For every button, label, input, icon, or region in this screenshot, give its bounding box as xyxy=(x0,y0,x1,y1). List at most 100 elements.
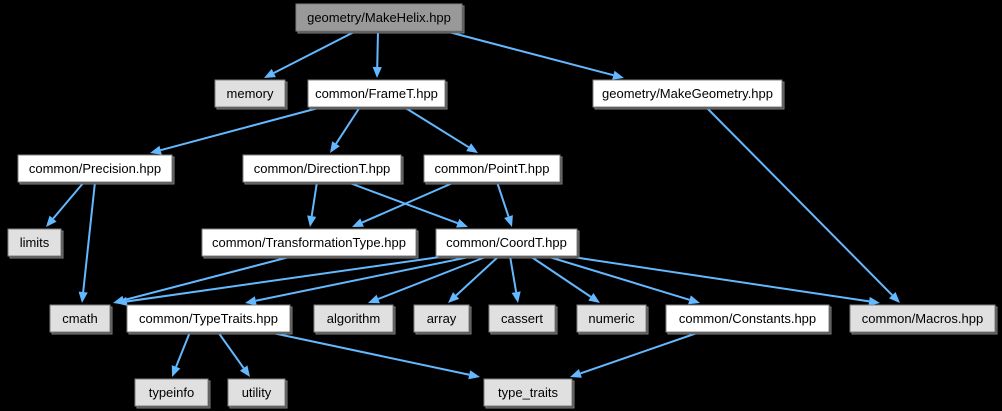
edge-line xyxy=(509,255,518,293)
node-box[interactable] xyxy=(413,304,470,333)
edge-typetraits-to-type_traits xyxy=(267,331,480,380)
graph-node-makegeometry[interactable]: geometry/MakeGeometry.hpp xyxy=(592,79,785,110)
node-box[interactable] xyxy=(483,378,573,407)
node-label: geometry/MakeHelix.hpp xyxy=(307,10,451,25)
node-box[interactable] xyxy=(242,154,402,183)
node-box[interactable] xyxy=(134,378,209,407)
node-box[interactable] xyxy=(435,228,578,257)
node-box[interactable] xyxy=(307,79,446,108)
node-label: type_traits xyxy=(498,385,558,400)
edge-arrowhead-icon xyxy=(368,294,380,304)
node-label: common/PointT.hpp xyxy=(435,161,550,176)
edge-framet-to-directiont xyxy=(330,106,361,153)
edge-arrowhead-icon xyxy=(352,218,364,227)
edge-arrowhead-icon xyxy=(171,365,181,377)
edge-arrowhead-icon xyxy=(588,293,600,303)
edge-line xyxy=(310,181,318,217)
graph-node-precision[interactable]: common/Precision.hpp xyxy=(17,154,175,185)
edge-line xyxy=(126,255,448,303)
node-box[interactable] xyxy=(488,304,556,333)
edge-line xyxy=(529,255,592,298)
graph-node-coordt[interactable]: common/CoordT.hpp xyxy=(435,228,580,259)
node-box[interactable] xyxy=(17,154,173,183)
edge-pointt-to-coordt xyxy=(496,181,513,227)
edge-line xyxy=(217,331,245,369)
node-box[interactable] xyxy=(423,154,561,183)
edge-arrowhead-icon xyxy=(46,215,57,227)
edge-makehelix-to-makegeometry xyxy=(444,30,624,80)
edge-arrowhead-icon xyxy=(307,215,317,227)
edge-arrowhead-icon xyxy=(150,145,162,155)
edge-line xyxy=(273,30,357,74)
nodes-layer: geometry/MakeHelix.hpp memory common/Frame… xyxy=(7,3,998,409)
graph-node-memory[interactable]: memory xyxy=(214,79,288,110)
edge-line xyxy=(175,331,191,368)
graph-node-makehelix[interactable]: geometry/MakeHelix.hpp xyxy=(295,3,465,34)
graph-node-transformationtype[interactable]: common/TransformationType.hpp xyxy=(201,228,419,259)
edge-typetraits-to-typeinfo xyxy=(171,331,191,377)
graph-node-typeinfo[interactable]: typeinfo xyxy=(134,378,211,409)
node-box[interactable] xyxy=(126,304,291,333)
edge-line xyxy=(444,30,614,77)
edge-arrowhead-icon xyxy=(448,292,460,303)
graph-node-framet[interactable]: common/FrameT.hpp xyxy=(307,79,448,110)
node-label: array xyxy=(427,311,457,326)
edge-typetraits-to-utility xyxy=(217,331,250,377)
graph-node-constants[interactable]: common/Constants.hpp xyxy=(665,304,832,335)
node-box[interactable] xyxy=(214,79,286,108)
node-box[interactable] xyxy=(201,228,417,257)
node-label: numeric xyxy=(588,311,635,326)
edge-arrowhead-icon xyxy=(888,291,900,303)
edge-line xyxy=(455,255,500,297)
edge-arrowhead-icon xyxy=(570,369,582,378)
edge-precision-to-cmath xyxy=(78,181,96,303)
node-label: common/DirectionT.hpp xyxy=(254,161,391,176)
graph-node-cmath[interactable]: cmath xyxy=(49,304,113,335)
edge-arrowhead-icon xyxy=(245,296,257,306)
edge-coordt-to-algorithm xyxy=(368,255,489,304)
graph-node-directiont[interactable]: common/DirectionT.hpp xyxy=(242,154,404,185)
edge-line xyxy=(335,106,361,145)
graph-node-type_traits[interactable]: type_traits xyxy=(483,378,575,409)
edge-arrowhead-icon xyxy=(868,296,880,306)
graph-node-array[interactable]: array xyxy=(413,304,472,335)
graph-node-typetraits[interactable]: common/TypeTraits.hpp xyxy=(126,304,293,335)
edge-makehelix-to-framet xyxy=(372,30,382,78)
edge-coordt-to-constants xyxy=(545,255,700,305)
edge-arrowhead-icon xyxy=(330,141,340,153)
graph-node-cassert[interactable]: cassert xyxy=(488,304,558,335)
node-label: algorithm xyxy=(327,311,380,326)
node-box[interactable] xyxy=(49,304,111,333)
graph-node-algorithm[interactable]: algorithm xyxy=(313,304,396,335)
graph-node-numeric[interactable]: numeric xyxy=(576,304,649,335)
graph-node-macros[interactable]: common/Macros.hpp xyxy=(849,304,998,335)
edge-framet-to-pointt xyxy=(403,106,478,153)
edge-arrowhead-icon xyxy=(466,143,478,153)
edge-line xyxy=(52,181,85,220)
edge-line xyxy=(565,255,870,303)
node-box[interactable] xyxy=(592,79,783,108)
edge-arrowhead-icon xyxy=(372,66,382,78)
edge-line xyxy=(705,106,893,296)
edge-line xyxy=(267,331,470,376)
edge-line xyxy=(545,255,690,301)
edge-directiont-to-coordt xyxy=(346,181,468,228)
node-box[interactable] xyxy=(849,304,996,333)
node-box[interactable] xyxy=(576,304,647,333)
edge-constants-to-type_traits xyxy=(570,331,701,378)
node-box[interactable] xyxy=(227,378,286,407)
node-box[interactable] xyxy=(665,304,830,333)
edge-arrowhead-icon xyxy=(116,296,128,307)
node-label: common/FrameT.hpp xyxy=(315,86,438,101)
node-box[interactable] xyxy=(313,304,394,333)
graph-node-limits[interactable]: limits xyxy=(7,228,64,259)
edge-coordt-to-array xyxy=(448,255,500,303)
edge-makehelix-to-memory xyxy=(264,30,357,78)
graph-node-utility[interactable]: utility xyxy=(227,378,288,409)
graph-node-pointt[interactable]: common/PointT.hpp xyxy=(423,154,563,185)
edge-framet-to-precision xyxy=(150,106,323,155)
node-box[interactable] xyxy=(7,228,62,257)
node-box[interactable] xyxy=(295,3,463,32)
edge-arrowhead-icon xyxy=(688,295,700,305)
